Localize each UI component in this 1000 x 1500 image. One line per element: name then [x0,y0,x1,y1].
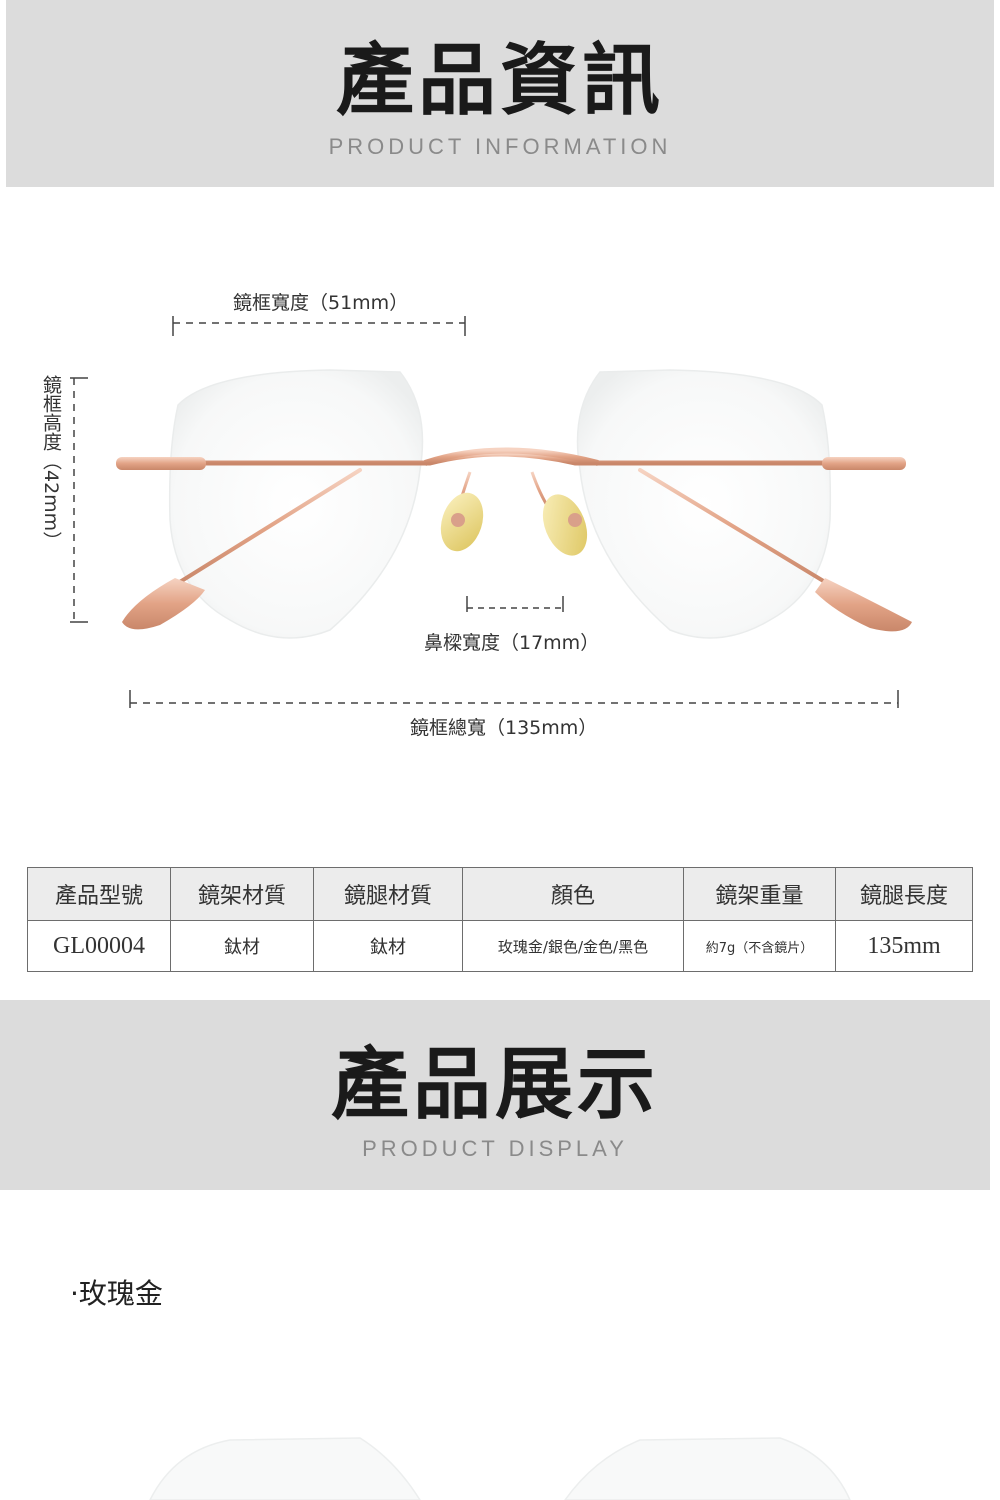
frame-height-label: 鏡框高度（42mm） [40,375,62,551]
frame-width-dimension-line [172,316,466,336]
value-model: GL00004 [27,920,171,972]
banner-subtitle: PRODUCT DISPLAY [362,1136,628,1161]
header-color: 顏色 [462,867,684,921]
header-weight: 鏡架重量 [683,867,836,921]
value-weight: 約7g（不含鏡片） [683,920,836,972]
glasses-dimension-diagram [70,316,912,708]
total-width-dimension-line [129,690,899,708]
left-temple-tip [122,578,205,630]
right-temple-arm [638,468,832,587]
product-info-banner: 產品資訊 PRODUCT INFORMATION [6,0,994,187]
right-lens [576,369,832,639]
banner-title: 產品展示 [330,1040,659,1130]
display-glasses-preview [149,1437,851,1500]
banner-title: 產品資訊 [335,36,664,126]
color-variant-label: ·玫瑰金 [70,1277,163,1310]
preview-right-lens [564,1437,851,1500]
frame-height-dimension-line [70,377,88,623]
value-color: 玫瑰金/銀色/金色/黑色 [462,920,684,972]
spec-table: 產品型號 鏡架材質 鏡腿材質 顏色 鏡架重量 鏡腿長度 GL00004 鈦材 鈦… [27,867,973,972]
banner-subtitle: PRODUCT INFORMATION [328,134,672,159]
left-hinge [116,457,206,470]
frame-width-label: 鏡框寬度（51mm） [233,292,409,314]
left-lens [168,369,424,639]
left-temple-arm [173,468,362,587]
preview-left-lens [149,1437,421,1500]
header-temple-length: 鏡腿長度 [835,867,973,921]
value-frame-material: 鈦材 [170,920,314,972]
right-temple-tip [815,578,912,632]
header-model: 產品型號 [27,867,171,921]
right-hinge [822,457,906,470]
total-width-label: 鏡框總寬（135mm） [410,717,598,739]
value-temple-material: 鈦材 [313,920,463,972]
product-display-banner: 產品展示 PRODUCT DISPLAY [0,1000,990,1190]
bridge [424,447,599,466]
spec-header-row: 產品型號 鏡架材質 鏡腿材質 顏色 鏡架重量 鏡腿長度 [27,867,973,921]
spec-value-row: GL00004 鈦材 鈦材 玫瑰金/銀色/金色/黑色 約7g（不含鏡片） 135… [27,920,973,972]
right-nose-pad [542,494,588,556]
header-frame-material: 鏡架材質 [170,867,314,921]
value-temple-length: 135mm [835,920,973,972]
bridge-width-label: 鼻樑寬度（17mm） [424,632,600,654]
header-temple-material: 鏡腿材質 [313,867,463,921]
bridge-width-dimension-line [466,596,564,612]
